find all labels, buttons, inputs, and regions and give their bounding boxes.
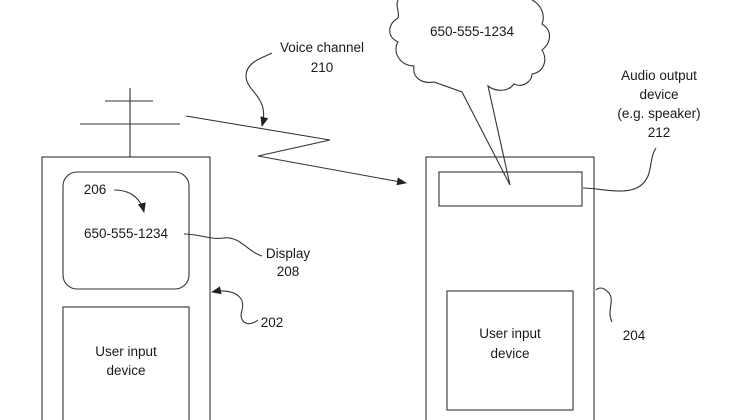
left-device-body: [41, 156, 211, 420]
speech-bubble: [389, 0, 551, 186]
ref-206: 206: [84, 182, 107, 197]
voice-channel-ref: 210: [311, 60, 334, 75]
voice-channel-arrow: [185, 115, 407, 186]
ref-202: 202: [261, 315, 284, 330]
left-display: [62, 171, 190, 290]
ref-204-leader: [595, 287, 613, 323]
right-user-input-line2: device: [490, 346, 529, 361]
right-user-input-line1: User input: [479, 326, 541, 341]
audio-output-label-line2: device: [639, 87, 678, 102]
display-number: 650-555-1234: [84, 226, 169, 241]
right-device: [425, 156, 595, 420]
display-208-leader: [183, 233, 263, 257]
right-device-body: [425, 156, 595, 420]
ref-202-leader: [211, 286, 259, 325]
left-user-input-box: [62, 306, 190, 420]
left-user-input-line1: User input: [95, 344, 157, 359]
audio-output-ref: 212: [648, 125, 671, 140]
left-user-input-line2: device: [106, 363, 145, 378]
left-device: [41, 88, 211, 420]
voice-channel-leader: [245, 52, 273, 127]
audio-output-label-line1: Audio output: [621, 68, 697, 83]
display-label: Display: [266, 246, 311, 261]
speech-bubble-text: 650-555-1234: [430, 24, 515, 39]
ref-212-leader: [582, 147, 657, 192]
audio-output-label-line3: (e.g. speaker): [617, 106, 700, 121]
display-ref: 208: [277, 264, 300, 279]
ref-204: 204: [623, 328, 646, 343]
right-user-input-box: [446, 290, 574, 411]
speaker-box: [438, 171, 583, 207]
voice-channel-label: Voice channel: [280, 40, 364, 55]
ref-206-leader: [113, 189, 146, 213]
